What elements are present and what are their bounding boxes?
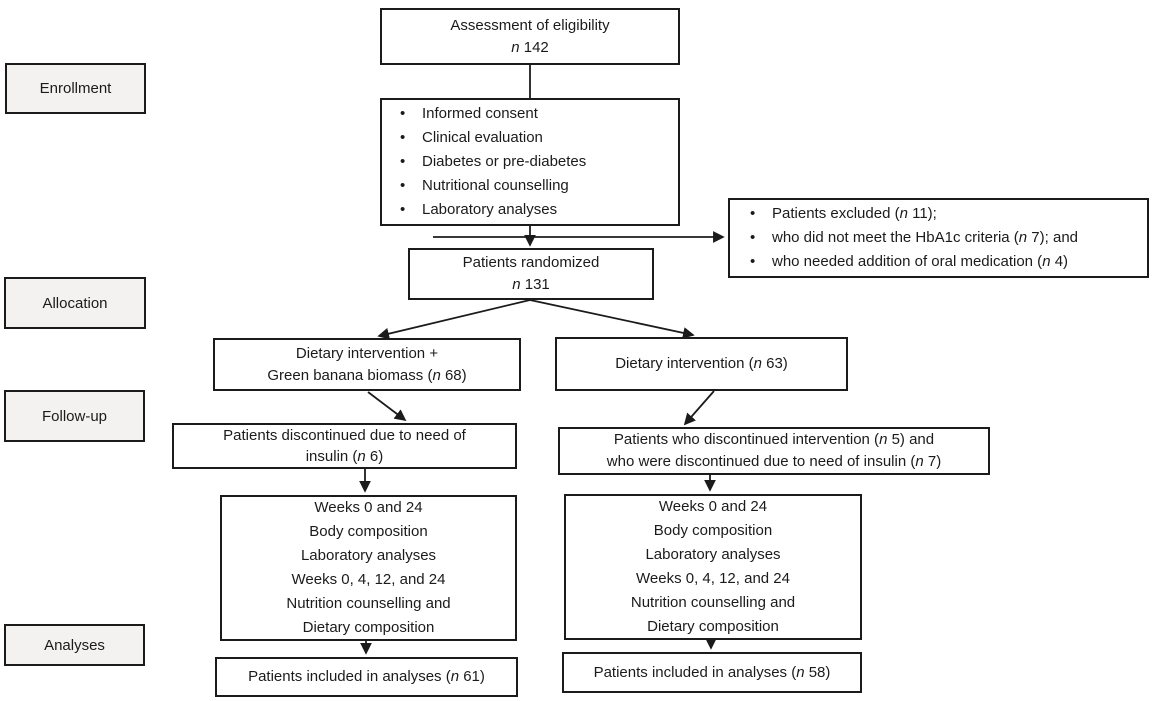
connector-arm-right-to-dropout-right <box>683 390 715 426</box>
arm-left-line1: Dietary intervention + <box>295 344 439 362</box>
stage-label-enrollment: Enrollment <box>5 63 146 114</box>
schedule-left-line6: Dietary composition <box>302 619 435 636</box>
schedule-left-line4: Weeks 0, 4, 12, and 24 <box>291 571 446 588</box>
connector-randomized-to-arm-left <box>377 299 531 340</box>
schedule-left-line5: Nutrition counselling and <box>286 595 451 612</box>
schedule-left-box: Weeks 0 and 24 Body composition Laborato… <box>220 495 517 641</box>
arm-left-box: Dietary intervention + Green banana biom… <box>213 338 521 391</box>
eligibility-box: Assessment of eligibility n 142 <box>380 8 680 65</box>
schedule-right-line4: Weeks 0, 4, 12, and 24 <box>636 570 790 587</box>
stage-label-allocation: Allocation <box>4 277 146 329</box>
excluded-box: Patients excluded (n 11); who did not me… <box>728 198 1149 278</box>
stage-label-analyses: Analyses <box>4 624 145 666</box>
analyzed-left-line: Patients included in analyses (n 61) <box>248 668 485 685</box>
dropout-left-line1: Patients discontinued due to need of <box>223 427 466 444</box>
screening-bullet-3: Diabetes or pre-diabetes <box>400 150 672 174</box>
excluded-bullet-3: who needed addition of oral medication (… <box>750 250 1141 274</box>
stage-label-enrollment-text: Enrollment <box>39 80 112 97</box>
schedule-right-line1: Weeks 0 and 24 <box>658 498 768 515</box>
dropout-right-line2: who were discontinued due to need of ins… <box>606 453 942 470</box>
dropout-right-line1: Patients who discontinued intervention (… <box>613 431 935 448</box>
screening-bullet-4: Nutritional counselling <box>400 174 672 198</box>
randomized-line1: Patients randomized <box>462 254 600 271</box>
arm-right-box: Dietary intervention (n 63) <box>555 337 848 391</box>
randomized-count: n 131 <box>512 276 550 293</box>
screening-box: Informed consent Clinical evaluation Dia… <box>380 98 680 226</box>
schedule-left-line1: Weeks 0 and 24 <box>314 499 423 516</box>
analyzed-left-box: Patients included in analyses (n 61) <box>215 657 518 697</box>
screening-bullet-1: Informed consent <box>400 102 672 126</box>
eligibility-count: n 142 <box>511 38 549 56</box>
excluded-bullet-1: Patients excluded (n 11); <box>750 202 1141 226</box>
schedule-right-line3: Laboratory analyses <box>645 546 781 563</box>
arm-right-line1: Dietary intervention (n 63) <box>615 355 788 372</box>
stage-label-followup-text: Follow-up <box>41 407 108 425</box>
schedule-right-line2: Body composition <box>653 522 773 539</box>
screening-bullet-list: Informed consent Clinical evaluation Dia… <box>382 102 678 222</box>
randomized-box: Patients randomized n 131 <box>408 248 654 300</box>
dropout-left-box: Patients discontinued due to need of ins… <box>172 423 517 469</box>
schedule-right-line6: Dietary composition <box>647 618 779 635</box>
analyzed-right-line: Patients included in analyses (n 58) <box>593 663 831 681</box>
schedule-right-box: Weeks 0 and 24 Body composition Laborato… <box>564 494 862 640</box>
stage-label-allocation-text: Allocation <box>42 294 108 312</box>
stage-label-analyses-text: Analyses <box>44 636 105 654</box>
eligibility-line1: Assessment of eligibility <box>450 16 610 34</box>
analyzed-right-box: Patients included in analyses (n 58) <box>562 652 862 693</box>
dropout-right-box: Patients who discontinued intervention (… <box>558 427 990 475</box>
screening-bullet-5: Laboratory analyses <box>400 198 672 222</box>
excluded-bullet-list: Patients excluded (n 11); who did not me… <box>730 202 1147 274</box>
connector-randomized-to-arm-right <box>529 299 695 339</box>
screening-bullet-2: Clinical evaluation <box>400 126 672 150</box>
arm-left-line2: Green banana biomass (n 68) <box>267 366 467 384</box>
excluded-bullet-2: who did not meet the HbA1c criteria (n 7… <box>750 226 1141 250</box>
schedule-left-line3: Laboratory analyses <box>300 547 437 564</box>
stage-label-followup: Follow-up <box>4 390 145 442</box>
schedule-right-line5: Nutrition counselling and <box>630 594 796 611</box>
connector-arm-left-to-dropout-left <box>367 391 407 422</box>
schedule-left-line2: Body composition <box>309 523 428 540</box>
dropout-left-line2: insulin (n 6) <box>305 448 384 465</box>
